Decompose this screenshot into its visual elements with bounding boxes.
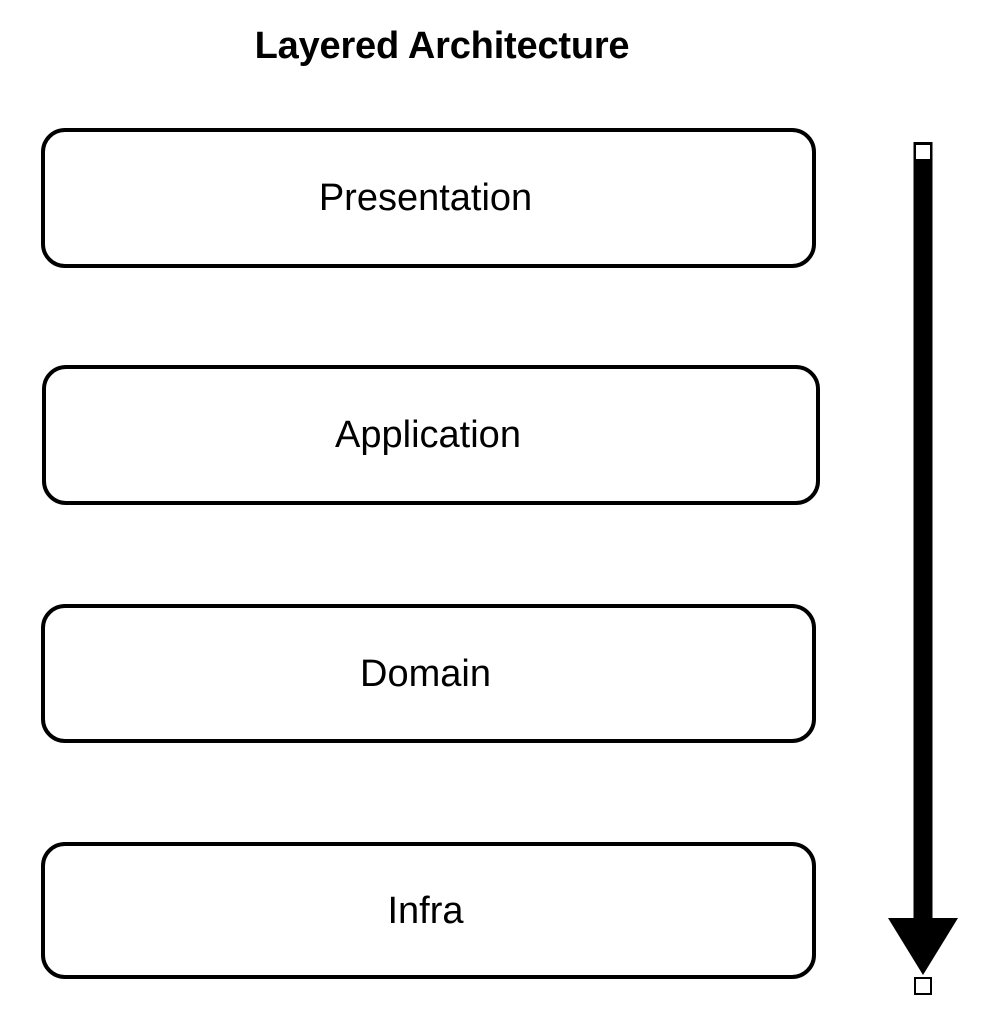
dependency-direction-arrow[interactable] xyxy=(884,142,964,998)
page-title: Layered Architecture xyxy=(254,25,630,67)
layer-box-presentation[interactable]: Presentation xyxy=(41,128,816,268)
layer-box-infra[interactable]: Infra xyxy=(41,842,816,979)
arrow-start-handle[interactable] xyxy=(914,143,932,161)
layer-box-application[interactable]: Application xyxy=(42,365,820,505)
arrow-down-icon xyxy=(888,142,958,975)
layer-label: Domain xyxy=(360,652,491,695)
layer-label: Presentation xyxy=(318,177,533,219)
layer-label: Application xyxy=(335,414,521,456)
layer-label: Infra xyxy=(387,889,464,932)
arrow-end-handle[interactable] xyxy=(914,977,932,995)
layer-box-domain[interactable]: Domain xyxy=(41,604,816,743)
